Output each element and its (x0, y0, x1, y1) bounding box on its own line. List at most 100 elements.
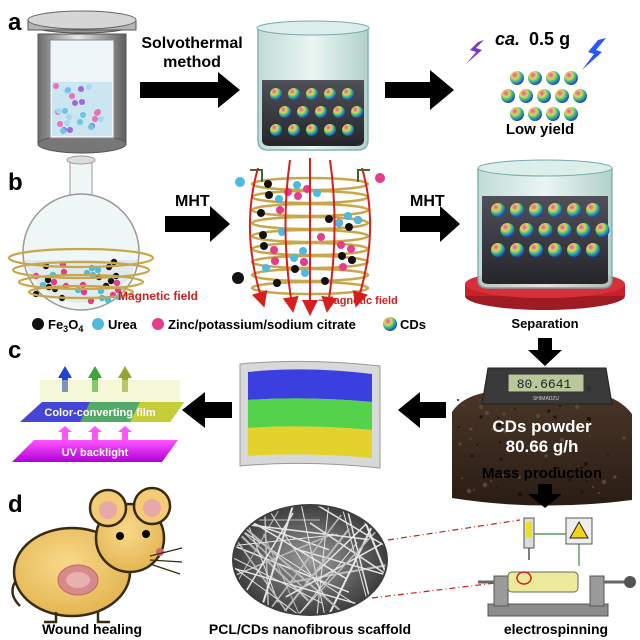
precursor-dot (86, 84, 92, 90)
precursor-dot (60, 268, 68, 276)
mass-production-label: Mass production (482, 465, 602, 482)
film-label: Color-converting film (44, 407, 155, 419)
digital-scale: 80.6641 g SHIMADZU (481, 367, 613, 405)
cd-dot (491, 243, 505, 257)
cd-dot (297, 106, 309, 118)
powder-grain (592, 486, 594, 488)
precursor-dot (98, 116, 104, 122)
cd-dot (270, 88, 282, 100)
cd-dot (306, 88, 318, 100)
powder-grain (461, 477, 463, 479)
cds-powder (452, 390, 632, 506)
precursor-dot (273, 279, 281, 287)
nanofiber (311, 506, 386, 578)
nanofiber (314, 506, 330, 614)
cd-dot (538, 223, 553, 237)
powder-grain (482, 482, 488, 488)
cd-dot (342, 124, 354, 136)
precursor-dot (275, 195, 283, 203)
panel-a: a Solvothermal method ca. 0.5 g (8, 9, 606, 154)
cd-dot (510, 243, 524, 257)
precursor-dot (260, 242, 268, 250)
magnetic-field-label-left: Magnetic field (118, 289, 198, 303)
powder-grain (469, 427, 473, 431)
nanofiber (262, 528, 350, 614)
nanofiber (234, 546, 319, 614)
mouse-illustration (11, 486, 183, 624)
precursor-dot (354, 216, 362, 224)
cd-dot (557, 223, 572, 237)
induction-coil (232, 158, 385, 316)
cd-dot (315, 106, 327, 118)
precursor-dot (339, 263, 347, 271)
uv-backlight (12, 440, 178, 462)
precursor-dot (294, 192, 302, 200)
powder-grain (490, 480, 492, 482)
beaker-a-cds (270, 88, 363, 136)
cd-dot (342, 88, 354, 100)
precursor-dot (262, 264, 270, 272)
cd-dot (500, 223, 515, 237)
precursor-dot (317, 233, 325, 241)
cd-dot (333, 106, 345, 118)
powder-grain (580, 490, 584, 494)
nanofiber (234, 537, 316, 614)
precursor-dot (284, 188, 292, 196)
powder-grain (466, 488, 472, 494)
cd-dot (529, 243, 543, 257)
precursor-dot (77, 119, 83, 125)
precursor-dot (72, 100, 78, 106)
precursor-dot (95, 109, 101, 115)
precursor-dot (265, 191, 273, 199)
precursor-dot (278, 228, 286, 236)
cd-dot (279, 106, 291, 118)
cd-dot (519, 89, 533, 103)
powder-grain (586, 416, 592, 422)
legend-cds-marker (383, 317, 397, 331)
powder-grain (458, 442, 462, 446)
powder-grain (559, 405, 561, 407)
precursor-dot (300, 258, 308, 266)
precursor-dot (348, 256, 356, 264)
nanofiber (234, 512, 294, 614)
cd-dot (306, 124, 318, 136)
nanofiber (234, 521, 369, 541)
low-yield-label: Low yield (506, 121, 574, 138)
precursor-dot (235, 177, 245, 187)
amount-value: 0.5 g (529, 29, 570, 49)
cd-dot (595, 223, 610, 237)
coil-lead-left (250, 169, 263, 182)
cd-dot (501, 89, 515, 103)
cd-dot (324, 88, 336, 100)
arrow-a-1 (140, 72, 240, 108)
powder-grain (586, 480, 588, 482)
arrow-b-1 (165, 206, 230, 242)
cd-dot (528, 107, 542, 121)
mht-label-right: MHT (410, 193, 445, 210)
nanofiber (234, 534, 338, 550)
legend-urea-marker (92, 318, 104, 330)
uv-arrows (58, 426, 132, 440)
nanofiber (300, 506, 332, 614)
reactor-precursor-dots (53, 83, 104, 134)
precursor-dot (92, 116, 98, 122)
powder-grain (470, 438, 472, 440)
magnetic-field-lines (248, 158, 372, 316)
precursor-dot (50, 278, 58, 286)
cd-dot (288, 88, 300, 100)
precursor-dot (276, 206, 284, 214)
coil-precursor-dots (232, 173, 385, 287)
precursor-dot (338, 252, 346, 260)
powder-grain (502, 412, 506, 416)
powder-grain (538, 448, 542, 452)
precursor-dot (57, 121, 63, 127)
powder-grain (559, 437, 565, 443)
precursor-dot (264, 180, 272, 188)
backlight-label: UV backlight (62, 447, 129, 459)
powder-grain (479, 415, 483, 419)
precursor-dot (270, 246, 278, 254)
legend-urea-label: Urea (108, 317, 138, 332)
panel-c-letter: c (8, 337, 21, 364)
powder-grain (496, 486, 498, 488)
precursor-dot (291, 265, 299, 273)
